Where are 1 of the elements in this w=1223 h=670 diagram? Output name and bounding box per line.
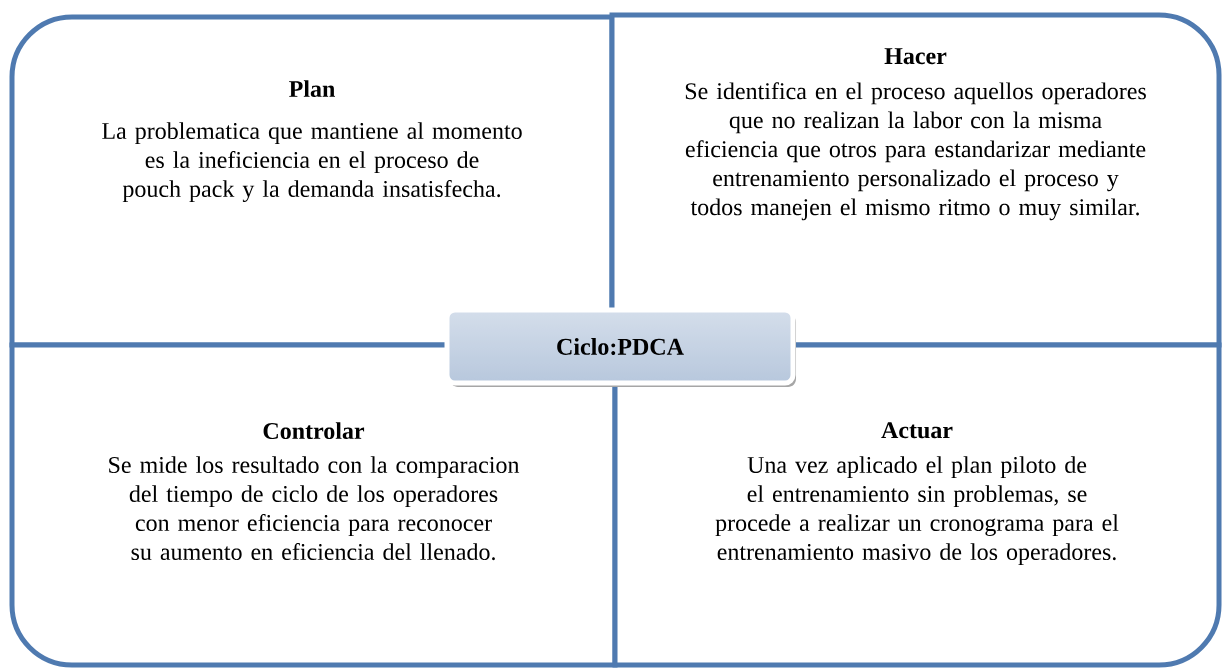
title-box: Ciclo:PDCA [444, 307, 796, 387]
